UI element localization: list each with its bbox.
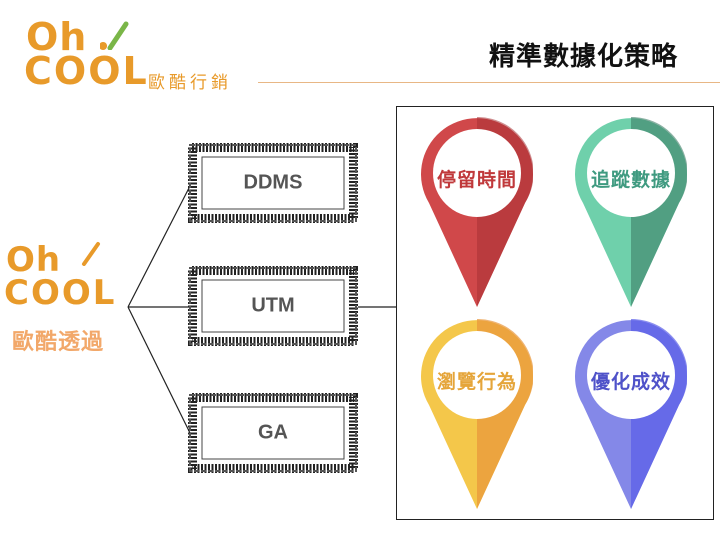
map-pin-icon (575, 319, 687, 509)
tool-box-ddms: DDMS (188, 143, 358, 223)
pin-label-browsing-behavior: 瀏覽行為 (436, 371, 517, 393)
header-divider (258, 82, 720, 83)
metrics-panel: 停留時間 追蹤數據 瀏覽行為 優化成效 (396, 106, 714, 520)
map-pin-icon (575, 117, 687, 307)
sketch-frame-icon (188, 266, 358, 346)
pin-optimize-results: 優化成效 (575, 319, 687, 519)
pin-label-dwell-time: 停留時間 (436, 169, 517, 191)
pin-browsing-behavior: 瀏覽行為 (421, 319, 533, 519)
logo-leaf-icon (100, 21, 129, 50)
side-logo-leaf-icon (82, 242, 100, 266)
pin-label-tracking-data: 追蹤數據 (590, 169, 671, 191)
sketch-frame-icon (188, 393, 358, 473)
side-logo-oh-text: Oh (6, 240, 62, 280)
pin-label-optimize-results: 優化成效 (590, 371, 671, 393)
logo-cool-text: COOL (24, 49, 149, 93)
sketch-frame-icon (188, 143, 358, 223)
logo-tagline: 歐酷行銷 (148, 73, 232, 93)
tool-label-utm: UTM (251, 294, 295, 317)
tool-label-ddms: DDMS (243, 171, 303, 194)
logo-oh-text: Oh (26, 15, 88, 59)
side-logo-cool-text: COOL (4, 273, 117, 313)
tool-box-ga: GA (188, 393, 358, 473)
page-title: 精準數據化策略 (488, 42, 678, 72)
map-pin-icon (421, 319, 533, 509)
side-logo-caption: 歐酷透過 (12, 330, 105, 355)
tool-box-utm: UTM (188, 266, 358, 346)
pin-tracking-data: 追蹤數據 (575, 117, 687, 317)
pin-dwell-time: 停留時間 (421, 117, 533, 317)
map-pin-icon (421, 117, 533, 307)
tool-label-ga: GA (258, 421, 288, 444)
